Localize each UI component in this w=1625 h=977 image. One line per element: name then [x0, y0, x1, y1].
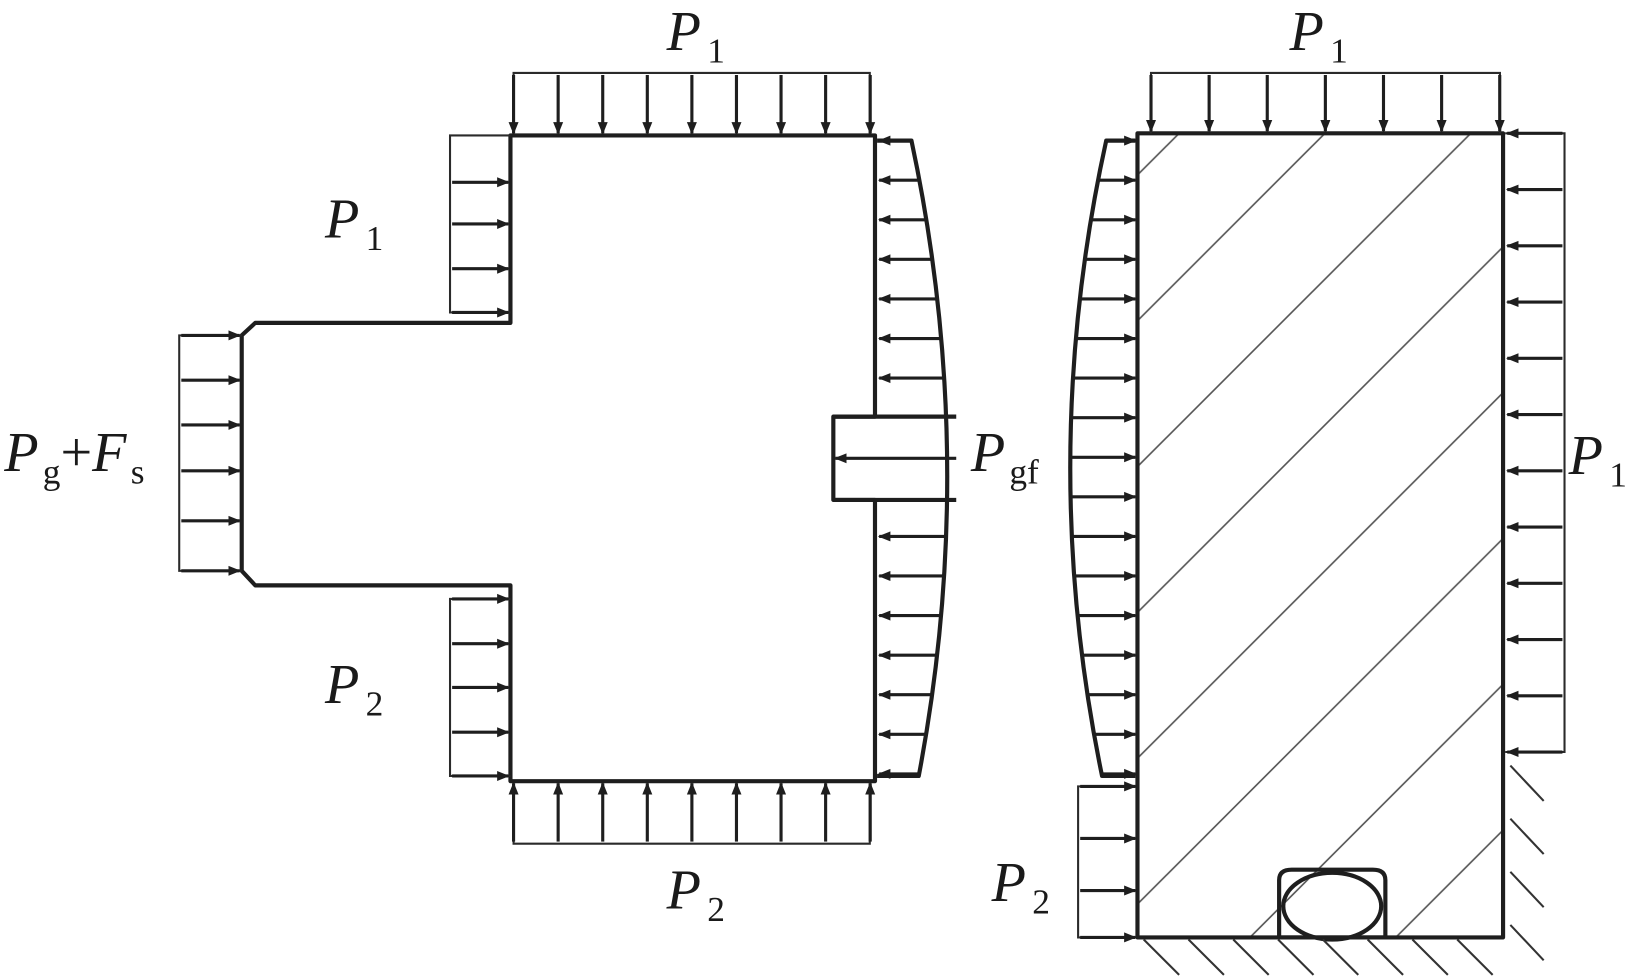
ground-hatch-line	[1277, 938, 1315, 976]
ground-hatch-line	[1232, 938, 1270, 976]
notch-bracket	[833, 414, 957, 503]
ground-hatching	[1142, 764, 1545, 976]
right-lower-p2-bracket	[1077, 785, 1136, 939]
right-housing	[1068, 71, 1566, 976]
pressure-arrows	[181, 74, 1563, 943]
ground-hatch-line	[1509, 817, 1545, 855]
ground-hatch-line	[1322, 938, 1360, 976]
right-gap-pressure-curve	[1068, 138, 1136, 779]
ground-hatch-line	[1411, 938, 1449, 976]
ground-hatch-line	[1509, 924, 1545, 962]
stem-bracket	[178, 334, 242, 572]
ground-hatch-line	[1366, 938, 1404, 976]
ground-hatch-line	[1509, 764, 1545, 802]
ground-hatch-line	[1509, 871, 1545, 908]
ground-hatch-line	[1187, 938, 1225, 976]
ground-hatch-line	[1142, 938, 1180, 976]
ground-hatch-line	[1456, 938, 1494, 976]
label-right-side-p1: P1	[1568, 425, 1625, 494]
right-side-p1-bracket	[1505, 132, 1566, 754]
o-ring-groove	[1277, 867, 1388, 940]
